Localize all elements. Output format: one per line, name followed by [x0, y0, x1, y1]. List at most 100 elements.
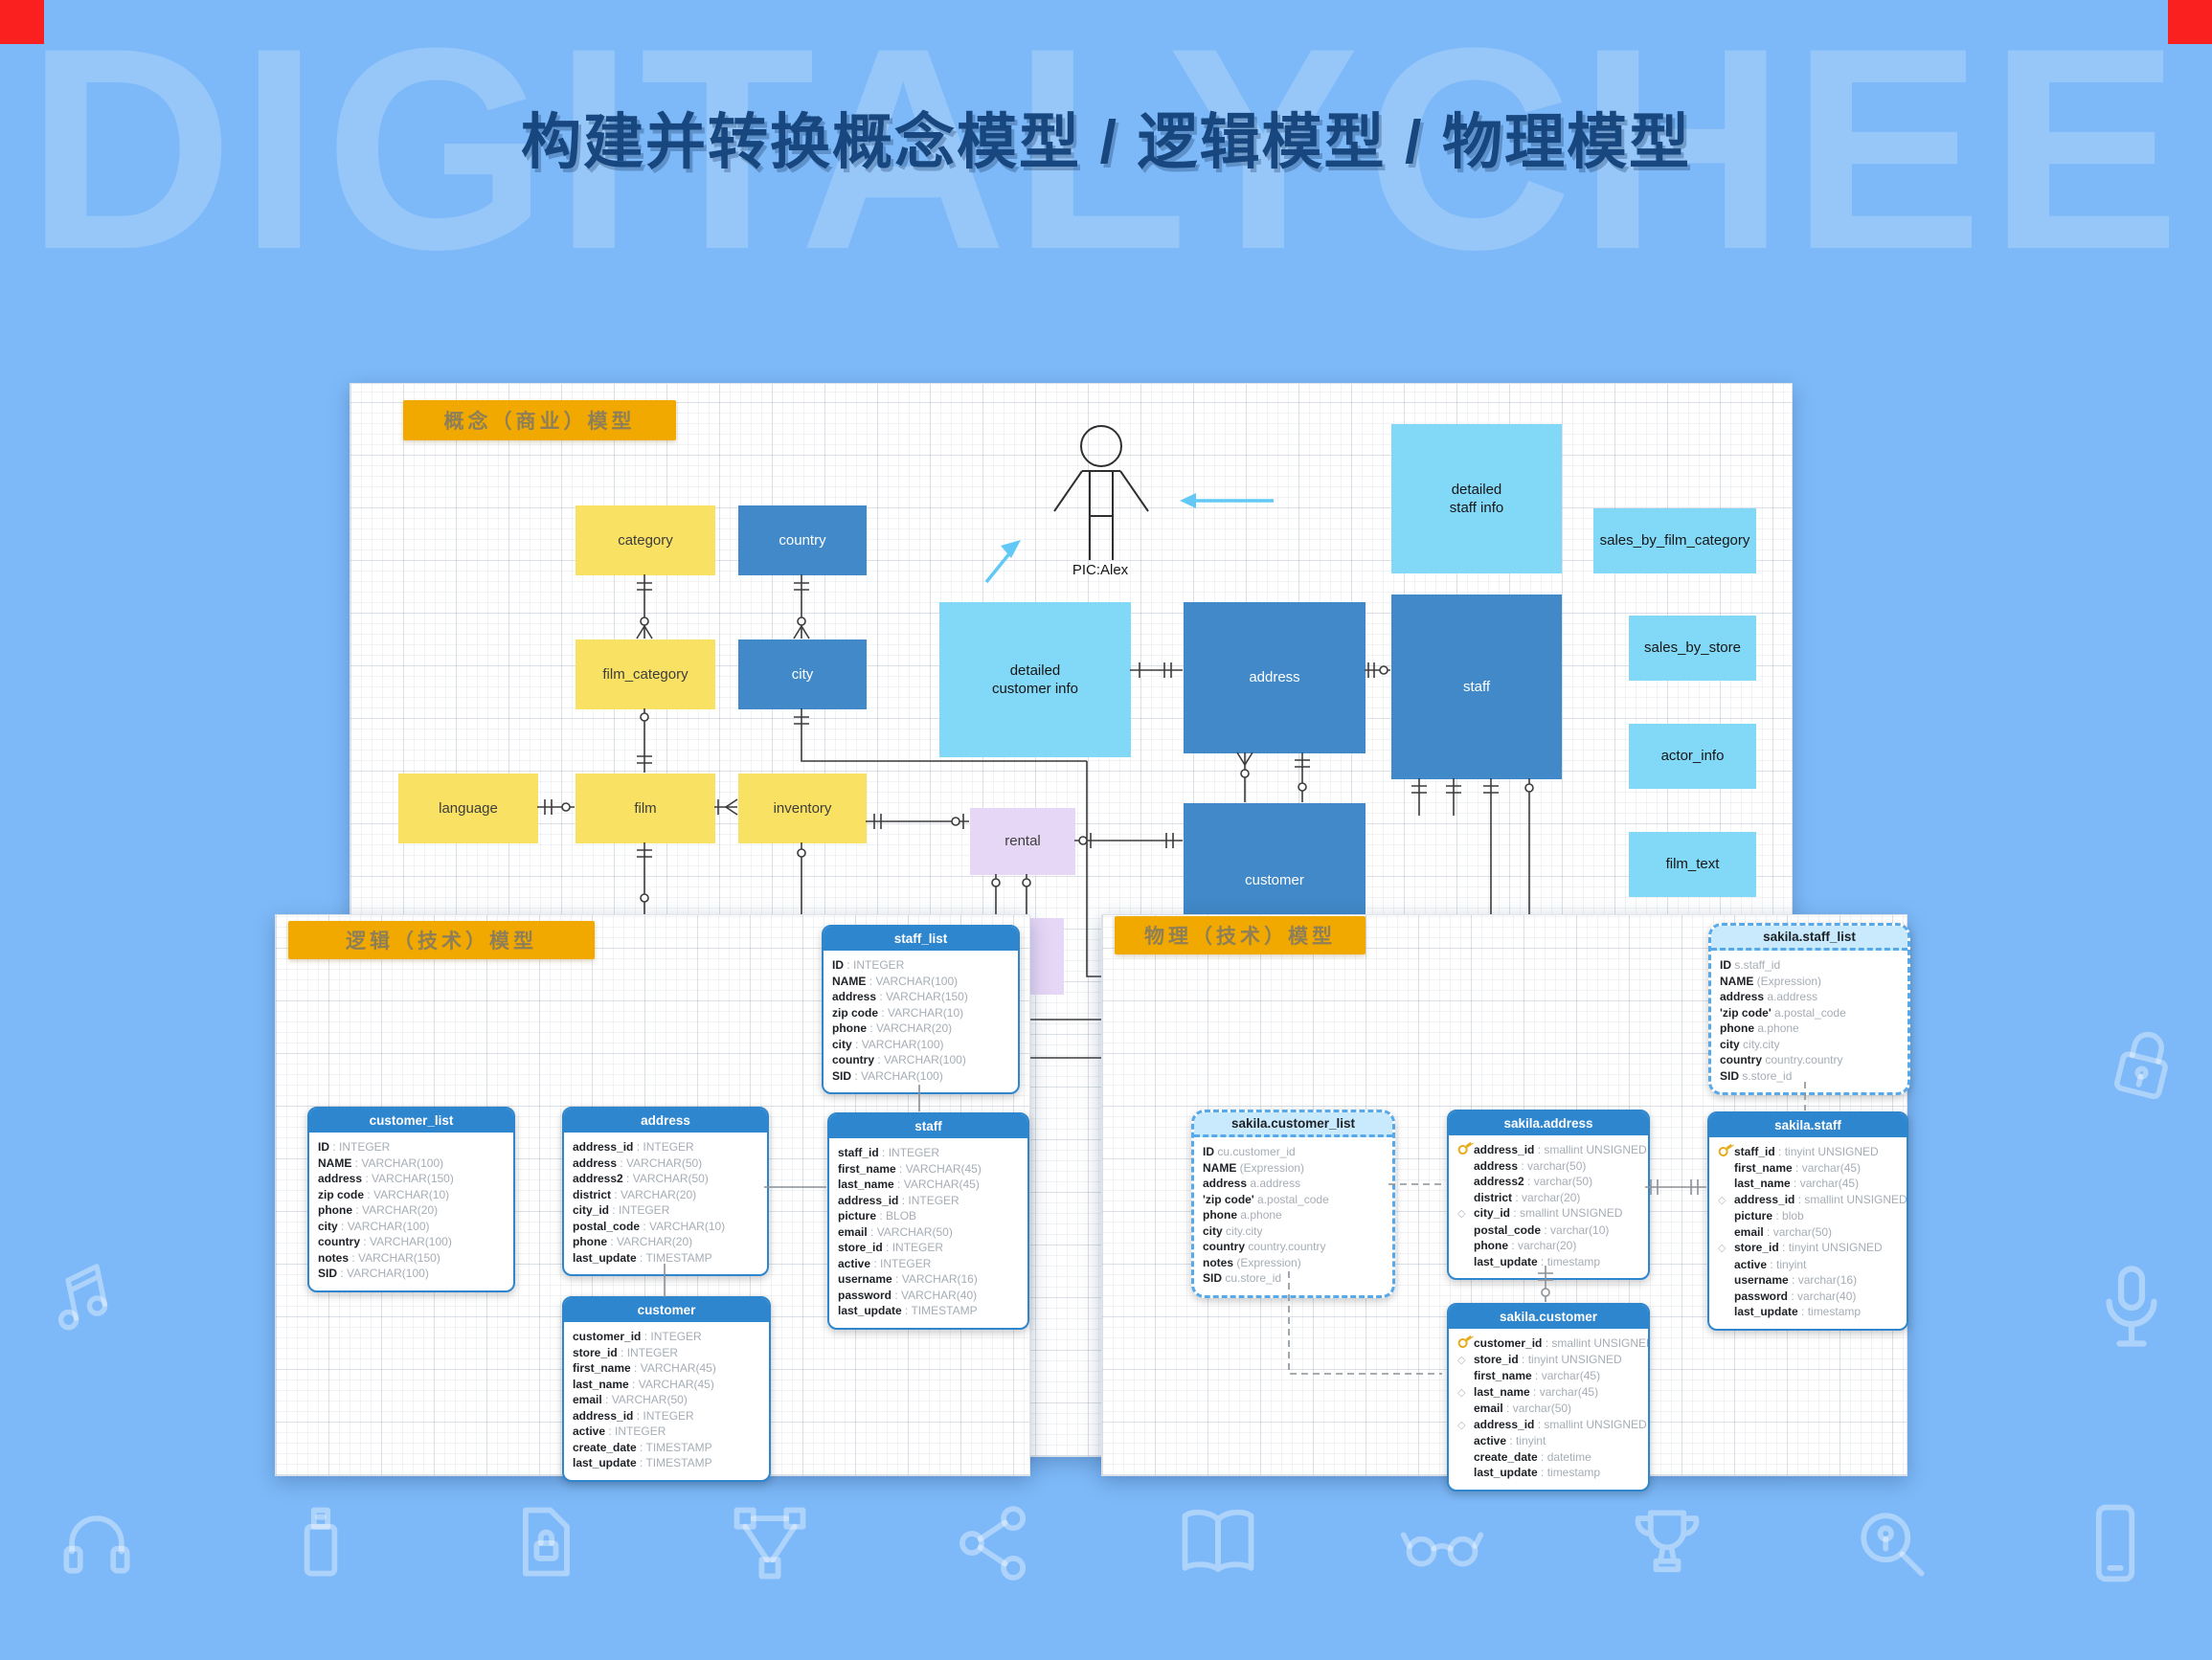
entity-film-category[interactable]: film_category [576, 639, 715, 709]
entity-category[interactable]: category [576, 505, 715, 575]
table-field: phone a.phone [1720, 1021, 1799, 1035]
foreign-key-icon: ◇ [1457, 1208, 1466, 1220]
table-title-address: address [564, 1109, 767, 1133]
primary-key-icon [1456, 1138, 1476, 1157]
entity-address[interactable]: address [1184, 602, 1366, 753]
entity-film[interactable]: film [576, 774, 715, 843]
table-field: picture : BLOB [838, 1209, 917, 1223]
table-field: ◇last_name : varchar(45) [1457, 1384, 1639, 1402]
table-field: email : varchar(50) [1474, 1402, 1572, 1415]
table-field: active : tinyint [1474, 1434, 1546, 1447]
entity-staff[interactable]: staff [1391, 594, 1562, 779]
table-field: active : tinyint [1734, 1257, 1807, 1271]
table-field: NAME : VARCHAR(100) [318, 1155, 444, 1170]
background-watermark: DIGITALYCHEE [26, 0, 2186, 309]
book-icon [1174, 1499, 1262, 1587]
entity-rental[interactable]: rental [970, 808, 1075, 875]
entity-actor-info[interactable]: actor_info [1629, 724, 1756, 789]
primary-key-icon [1456, 1332, 1476, 1351]
logical-model-badge: 逻辑（技术）模型 [288, 921, 595, 959]
table-field: create_date : TIMESTAMP [573, 1440, 712, 1454]
table-field: postal_code : VARCHAR(10) [573, 1219, 726, 1233]
table-field: country : VARCHAR(100) [318, 1235, 452, 1248]
trophy-icon [1623, 1499, 1711, 1587]
table-field: notes : VARCHAR(150) [318, 1250, 440, 1265]
corner-mark-left [0, 0, 44, 44]
entity-film-text[interactable]: film_text [1629, 832, 1756, 897]
foreign-key-icon: ◇ [1457, 1419, 1466, 1431]
table-field: last_update : TIMESTAMP [838, 1304, 978, 1317]
table-field: ID s.staff_id [1720, 958, 1781, 972]
table-field: address a.address [1720, 990, 1818, 1003]
table-staff[interactable]: staff staff_id : INTEGER first_name : VARC… [827, 1112, 1029, 1330]
smartphone-icon [2071, 1499, 2159, 1587]
entity-sales-by-store[interactable]: sales_by_store [1629, 616, 1756, 681]
table-field: city_id : INTEGER [573, 1203, 670, 1217]
conceptual-model-badge: 概念（商业）模型 [403, 400, 676, 440]
table-field: postal_code : varchar(10) [1474, 1223, 1610, 1237]
table-field: address_id : INTEGER [573, 1140, 694, 1154]
table-title-staff: staff [829, 1114, 1027, 1138]
entity-sales-by-film-category[interactable]: sales_by_film_category [1593, 508, 1756, 573]
table-field: last_update : timestamp [1474, 1466, 1601, 1479]
entity-detailed-staff-info[interactable]: detailed staff info [1391, 424, 1562, 573]
decor-icon-row [53, 1499, 2159, 1587]
table-field: first_name : VARCHAR(45) [838, 1161, 982, 1176]
headset-icon [53, 1499, 141, 1587]
entity-city[interactable]: city [738, 639, 867, 709]
foreign-key-icon: ◇ [1457, 1354, 1466, 1366]
table-field: address : VARCHAR(50) [573, 1155, 703, 1170]
table-field: zip code : VARCHAR(10) [318, 1187, 450, 1201]
table-field: address : varchar(50) [1474, 1158, 1587, 1173]
table-fields-sakila-customer: customer_id : smallint UNSIGNED◇store_id… [1449, 1329, 1648, 1490]
table-field: NAME : VARCHAR(100) [832, 974, 959, 988]
entity-detailed-customer-info[interactable]: detailed customer info [939, 602, 1131, 757]
table-field: NAME (Expression) [1203, 1160, 1305, 1175]
table-fields-staff: staff_id : INTEGER first_name : VARCHAR(4… [829, 1138, 1027, 1328]
table-field: email : VARCHAR(50) [573, 1393, 688, 1406]
corner-mark-right [2168, 0, 2212, 44]
table-field: country : VARCHAR(100) [832, 1053, 966, 1066]
table-field: district : VARCHAR(20) [573, 1187, 697, 1201]
table-field: country country.country [1720, 1053, 1843, 1066]
table-field: first_name : varchar(45) [1474, 1369, 1601, 1382]
entity-country[interactable]: country [738, 505, 867, 575]
physical-model-badge: 物理（技术）模型 [1115, 916, 1366, 954]
table-field: ◇city_id : smallint UNSIGNED [1457, 1205, 1639, 1223]
table-title-staff-list: staff_list [824, 927, 1018, 951]
entity-language[interactable]: language [398, 774, 538, 843]
actor-label: PIC:Alex [1072, 562, 1129, 578]
table-field: address_id : INTEGER [573, 1408, 694, 1423]
table-field: first_name : VARCHAR(45) [573, 1361, 716, 1375]
entity-inventory[interactable]: inventory [738, 774, 867, 843]
padlock-icon [2091, 1011, 2196, 1115]
table-field: ◇address_id : smallint UNSIGNED [1457, 1417, 1647, 1434]
table-field: address2 : VARCHAR(50) [573, 1172, 709, 1185]
table-title-sakila-staff: sakila.staff [1709, 1113, 1907, 1137]
table-field: last_update : TIMESTAMP [573, 1250, 712, 1265]
table-field: address a.address [1203, 1177, 1301, 1190]
table-field: staff_id : INTEGER [838, 1146, 940, 1159]
table-field: ◇store_id : tinyint UNSIGNED [1457, 1352, 1639, 1369]
table-field: staff_id : tinyint UNSIGNED [1718, 1144, 1898, 1160]
table-title-sakila-customer-list: sakila.customer_list [1194, 1112, 1392, 1137]
table-field: phone : VARCHAR(20) [573, 1235, 693, 1248]
search-lock-icon [1847, 1499, 1935, 1587]
table-field: last_update : timestamp [1734, 1305, 1862, 1318]
table-field: address2 : varchar(50) [1474, 1175, 1593, 1188]
table-field: phone : VARCHAR(20) [832, 1021, 953, 1035]
